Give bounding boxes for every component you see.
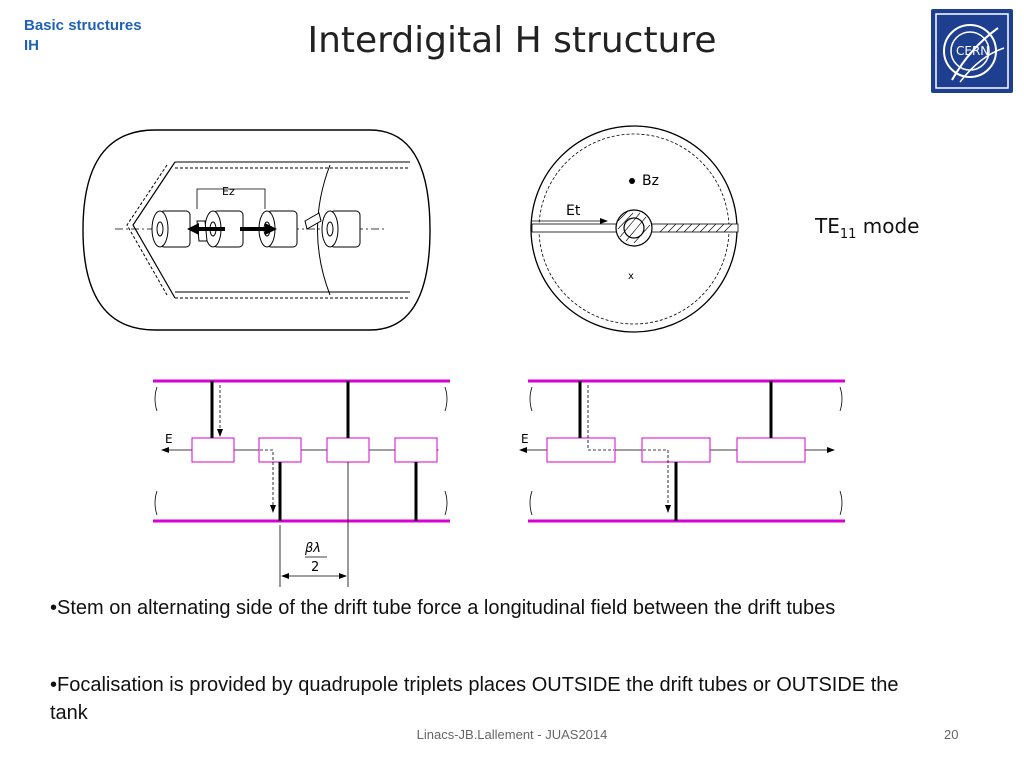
beta-lambda-label: βλ	[304, 541, 321, 556]
et-label: Et	[566, 203, 581, 219]
logo-text: CERN	[956, 44, 989, 58]
ez-label: Ez	[222, 185, 235, 198]
cern-logo: CERN	[931, 9, 1013, 93]
mode-sub: 11	[839, 227, 857, 242]
schematic-right-diagram: E	[519, 379, 845, 523]
x-label: x	[628, 271, 634, 282]
mode-main: TE	[815, 214, 840, 238]
bullet-1: •Stem on alternating side of the drift t…	[50, 597, 836, 619]
bz-label: Bz	[642, 173, 659, 189]
ih-cross-section-diagram: Et Bz x	[530, 125, 739, 333]
section-line-1: Basic structures	[24, 17, 142, 34]
te11-mode-label: TE11 mode	[815, 214, 919, 242]
slide-title: Interdigital H structure	[307, 20, 717, 61]
section-label: Basic structures IH	[24, 16, 142, 56]
section-line-2: IH	[24, 37, 39, 54]
bullet-2: •Focalisation is provided by quadrupole …	[50, 674, 899, 724]
footer-text: Linacs-JB.Lallement - JUAS2014	[416, 727, 608, 742]
schematic-left-diagram: E βλ 2	[153, 379, 450, 587]
mode-rest: mode	[856, 214, 920, 238]
two-label: 2	[311, 560, 319, 575]
e-label-left: E	[165, 432, 173, 446]
ih-cavity-3d-diagram: Ez	[82, 129, 431, 331]
e-label-right: E	[521, 432, 529, 446]
page-number: 20	[944, 727, 959, 742]
